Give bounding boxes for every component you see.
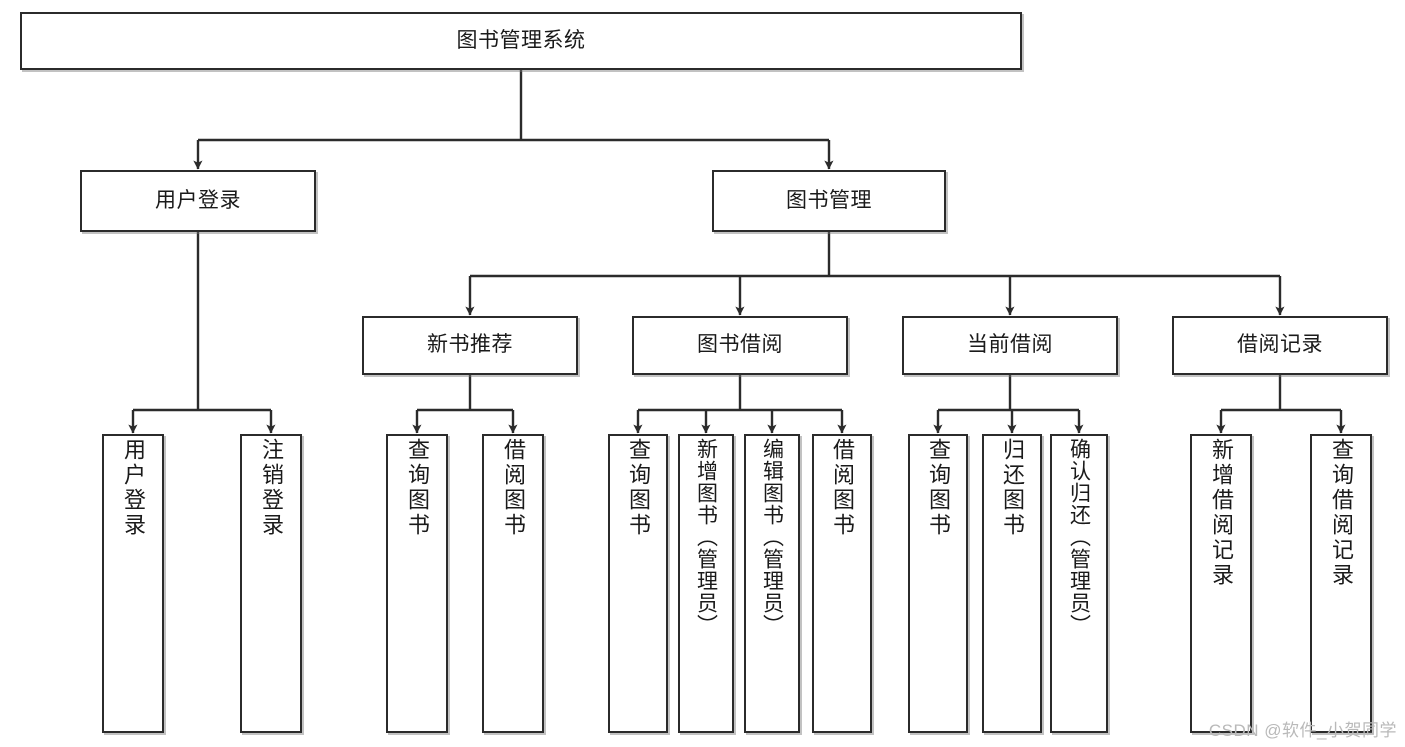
node-leaf-rec-add[interactable]: 新增借阅记录 xyxy=(1190,434,1252,733)
node-label: 借阅图书 xyxy=(501,438,526,538)
node-label: 查询借阅记录 xyxy=(1329,438,1354,588)
node-leaf-bo-add[interactable]: 新增图书（管理员） xyxy=(678,434,734,733)
node-login[interactable]: 用户登录 xyxy=(80,170,316,232)
node-label: 图书借阅 xyxy=(697,333,783,357)
node-label: 查询图书 xyxy=(926,438,951,538)
node-label: 用户登录 xyxy=(121,438,146,538)
node-label: 编辑图书（管理员） xyxy=(760,438,784,636)
node-label: 用户登录 xyxy=(155,188,241,212)
node-label: 查询图书 xyxy=(405,438,430,538)
node-label: 查询图书 xyxy=(626,438,651,538)
node-records[interactable]: 借阅记录 xyxy=(1172,316,1388,375)
node-label: 图书管理 xyxy=(786,188,872,212)
node-leaf-bo-edit[interactable]: 编辑图书（管理员） xyxy=(744,434,800,733)
node-bookmgmt[interactable]: 图书管理 xyxy=(712,170,946,232)
node-leaf-bo-lend[interactable]: 借阅图书 xyxy=(812,434,872,733)
node-borrow[interactable]: 图书借阅 xyxy=(632,316,848,375)
node-leaf-nb-borrow[interactable]: 借阅图书 xyxy=(482,434,544,733)
node-leaf-cur-return[interactable]: 归还图书 xyxy=(982,434,1042,733)
node-leaf-rec-query[interactable]: 查询借阅记录 xyxy=(1310,434,1372,733)
node-newbook[interactable]: 新书推荐 xyxy=(362,316,578,375)
edge-layer xyxy=(128,70,1346,434)
node-leaf-user-logout[interactable]: 注销登录 xyxy=(240,434,302,733)
node-current[interactable]: 当前借阅 xyxy=(902,316,1118,375)
node-label: 注销登录 xyxy=(259,438,284,538)
node-root[interactable]: 图书管理系统 xyxy=(20,12,1022,70)
node-leaf-cur-query[interactable]: 查询图书 xyxy=(908,434,968,733)
node-leaf-cur-confirm[interactable]: 确认归还（管理员） xyxy=(1050,434,1108,733)
node-label: 借阅记录 xyxy=(1237,333,1323,357)
node-label: 图书管理系统 xyxy=(456,28,586,52)
node-label: 新增借阅记录 xyxy=(1209,438,1234,588)
node-label: 当前借阅 xyxy=(967,333,1053,357)
node-leaf-bo-query[interactable]: 查询图书 xyxy=(608,434,668,733)
node-label: 确认归还（管理员） xyxy=(1067,438,1091,636)
node-label: 归还图书 xyxy=(1000,438,1025,538)
node-label: 新增图书（管理员） xyxy=(694,438,718,636)
node-label: 借阅图书 xyxy=(830,438,855,538)
node-label: 新书推荐 xyxy=(427,333,513,357)
node-leaf-user-login[interactable]: 用户登录 xyxy=(102,434,164,733)
watermark: CSDN @软件_小贺同学 xyxy=(1208,721,1397,740)
node-leaf-nb-query[interactable]: 查询图书 xyxy=(386,434,448,733)
